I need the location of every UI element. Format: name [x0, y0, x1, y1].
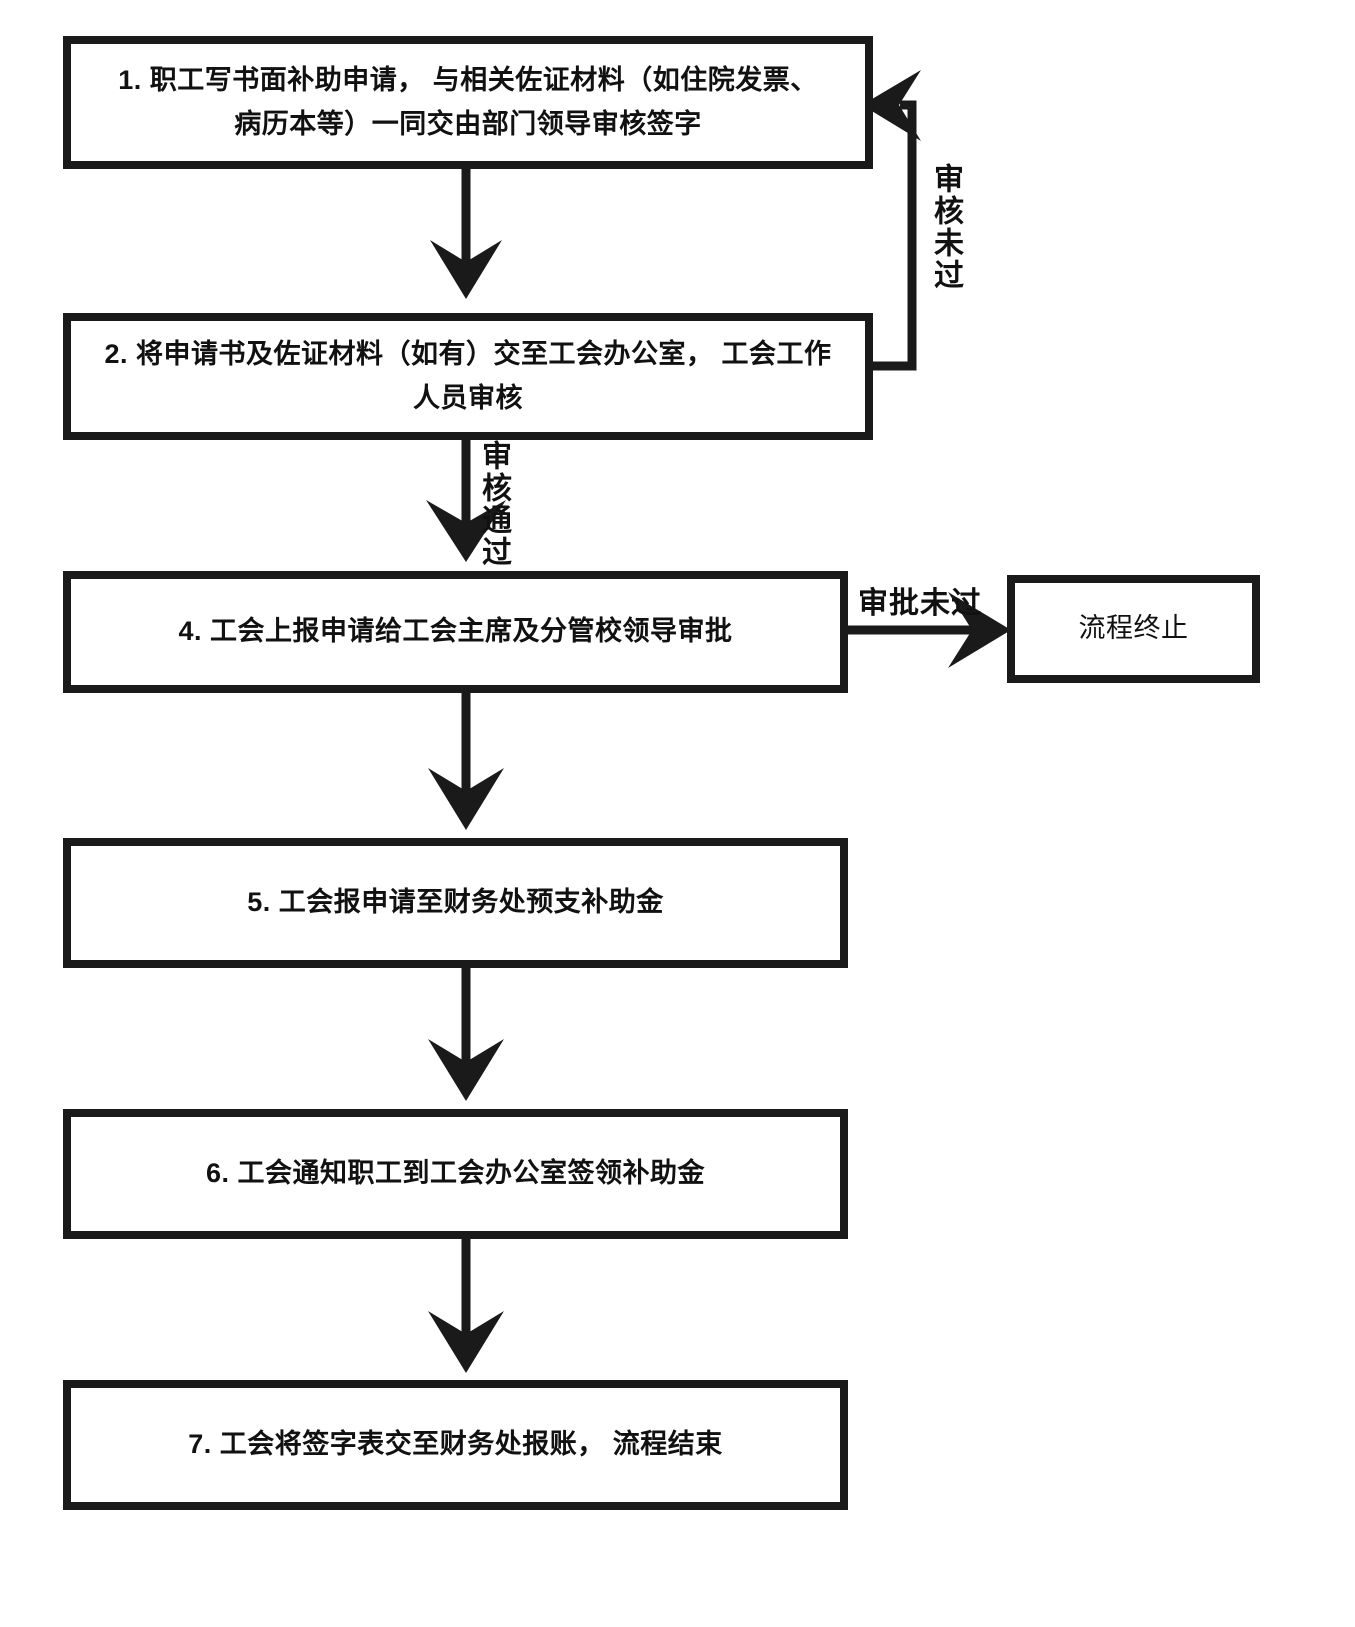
step-6-label: 6. 工会通知职工到工会办公室签领补助金: [205, 1158, 706, 1189]
step-1-label: 1. 职工写书面补助申请， 与相关佐证材料（如住院发票、 病历本等）一同交由部门…: [118, 64, 818, 139]
step-5-label: 5. 工会报申请至财务处预支补助金: [247, 887, 664, 918]
step-7-box[interactable]: 7. 工会将签字表交至财务处报账， 流程结束: [63, 1380, 848, 1510]
process-terminated-label: 流程终止: [1078, 613, 1189, 644]
edge-label-reject-loop: 审核未过: [929, 163, 962, 291]
connector-step4-to-step5: [428, 693, 504, 830]
step-1-box[interactable]: 1. 职工写书面补助申请， 与相关佐证材料（如住院发票、 病历本等）一同交由部门…: [63, 36, 873, 169]
step-6-box[interactable]: 6. 工会通知职工到工会办公室签领补助金: [63, 1109, 848, 1239]
process-terminated-box[interactable]: 流程终止: [1007, 575, 1260, 683]
connector-step6-to-step7: [428, 1239, 504, 1373]
step-4-box[interactable]: 4. 工会上报申请给工会主席及分管校领导审批: [63, 571, 848, 693]
step-5-box[interactable]: 5. 工会报申请至财务处预支补助金: [63, 838, 848, 968]
step-7-label: 7. 工会将签字表交至财务处报账， 流程结束: [188, 1429, 723, 1460]
connector-step5-to-step6: [428, 968, 504, 1101]
step-2-box[interactable]: 2. 将申请书及佐证材料（如有）交至工会办公室， 工会工作 人员审核: [63, 313, 873, 440]
edge-label-approve-fail: 审批未过: [858, 587, 982, 620]
connector-step1-to-step2: [430, 169, 502, 299]
step-2-label: 2. 将申请书及佐证材料（如有）交至工会办公室， 工会工作 人员审核: [104, 338, 832, 413]
step-4-label: 4. 工会上报申请给工会主席及分管校领导审批: [178, 616, 733, 647]
edge-label-review-pass: 审核通过: [477, 440, 510, 568]
